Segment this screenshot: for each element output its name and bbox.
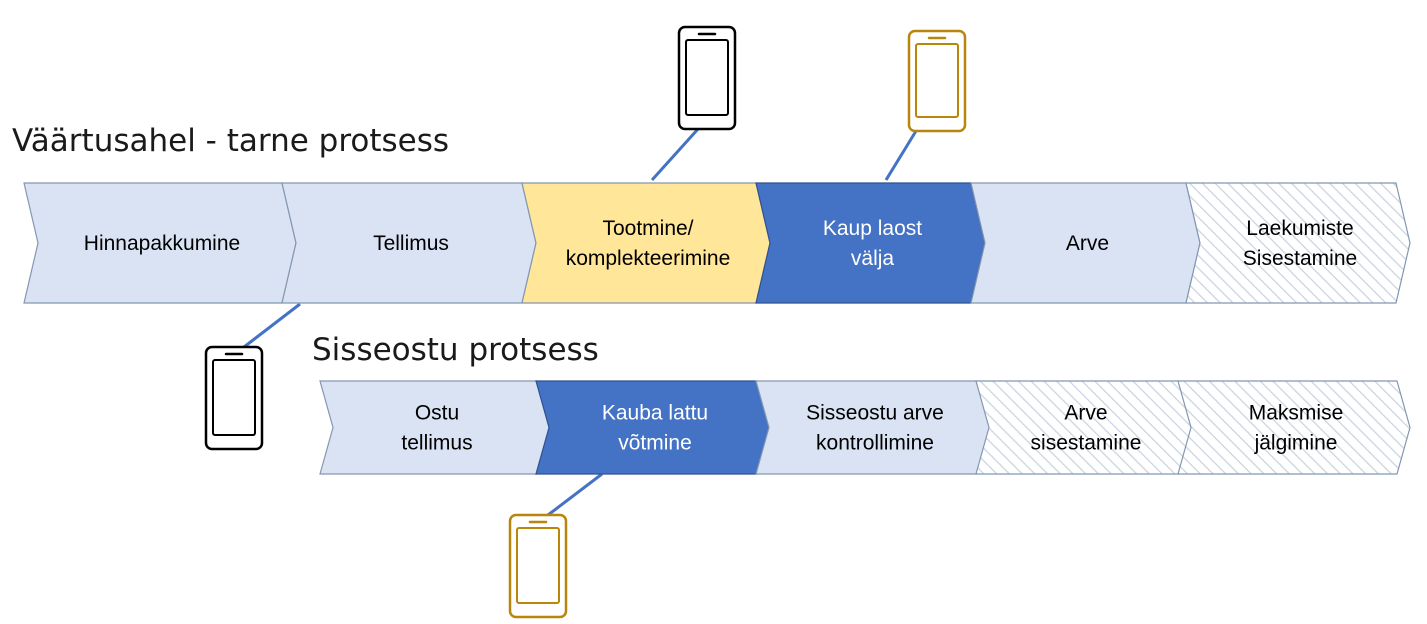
step-label: tellimus — [401, 432, 472, 455]
delivery-process-title: Väärtusahel - tarne protsess — [12, 123, 450, 159]
process-step: Hinnapakkumine — [23, 182, 297, 304]
step-chevron — [975, 380, 1193, 475]
step-chevron — [535, 380, 771, 475]
process-step: Arve — [970, 182, 1201, 304]
step-label: Arve — [1066, 232, 1109, 255]
step-label: komplekteerimine — [566, 247, 731, 270]
step-label: sisestamine — [1031, 432, 1142, 455]
step-label: välja — [851, 247, 895, 270]
process-step: Kauba lattu võtmine — [535, 380, 771, 475]
step-chevron — [1185, 182, 1411, 304]
step-chevron — [1177, 380, 1411, 475]
step-chevron — [521, 182, 771, 304]
purchase-process-title: Sisseostu protsess — [312, 332, 599, 368]
smartphone-icon — [907, 29, 967, 133]
process-step: Tootmine/komplekteerimine — [521, 182, 771, 304]
process-step: Maksmise jälgimine — [1177, 380, 1411, 475]
step-label: Tootmine/ — [602, 217, 693, 240]
step-label: Sisseostu arve — [806, 402, 944, 425]
step-chevron — [755, 182, 986, 304]
device-connector-line — [243, 302, 301, 349]
process-step: Kaup laost välja — [755, 182, 986, 304]
process-step: Sisseostu arve kontrollimine — [755, 380, 991, 475]
step-label: Maksmise — [1249, 402, 1344, 425]
step-chevron — [755, 380, 991, 475]
step-label: kontrollimine — [816, 432, 934, 455]
smartphone-icon — [677, 25, 737, 131]
device-connector-line — [884, 130, 918, 181]
step-label: Ostu — [415, 402, 459, 425]
step-label: Kaup laost — [823, 217, 922, 240]
step-label: Tellimus — [373, 232, 449, 255]
step-label: Kauba lattu — [602, 402, 708, 425]
step-label: võtmine — [618, 432, 692, 455]
process-step: Ostu tellimus — [319, 380, 551, 475]
step-label: Hinnapakkumine — [84, 232, 240, 255]
step-chevron — [319, 380, 551, 475]
step-label: Arve — [1064, 402, 1107, 425]
smartphone-icon — [204, 345, 264, 451]
process-step: Arve sisestamine — [975, 380, 1193, 475]
step-label: jälgimine — [1254, 432, 1338, 455]
device-connector-line — [650, 127, 700, 182]
step-label: Laekumiste — [1246, 217, 1353, 240]
process-step: Tellimus — [281, 182, 537, 304]
step-label: Sisestamine — [1243, 247, 1357, 270]
smartphone-icon — [508, 513, 568, 619]
device-connector-line — [547, 472, 603, 517]
